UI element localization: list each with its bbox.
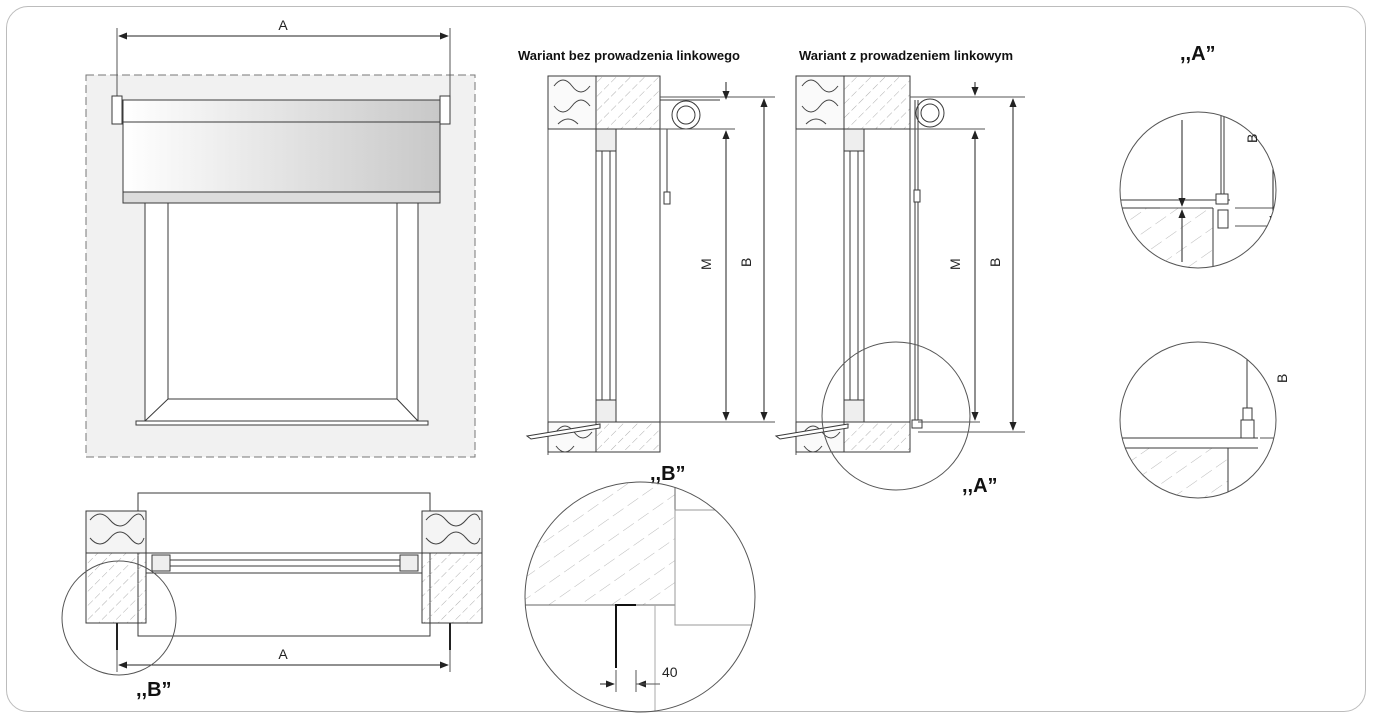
label-b-detail-top: B — [1244, 134, 1260, 143]
roller-box — [122, 99, 441, 204]
drawing-frame — [6, 6, 1366, 712]
section-without-guide — [525, 75, 775, 455]
title-variant-with: Wariant z prowadzeniem linkowym — [799, 48, 1013, 63]
detail-b-enlarged — [524, 481, 756, 713]
label-detail-a-enlarged: ,,A” — [1180, 43, 1216, 65]
detail-b-circle — [61, 560, 177, 676]
label-b-detail-bottom: B — [1274, 374, 1290, 383]
detail-a-circle — [821, 341, 971, 491]
left-bracket — [111, 95, 123, 125]
detail-a-bottom — [1119, 341, 1277, 499]
label-b-2: B — [987, 258, 1003, 267]
label-detail-a-section: ,,A” — [962, 475, 998, 497]
label-a-bottom: A — [278, 646, 288, 662]
title-variant-without: Wariant bez prowadzenia linkowego — [518, 48, 740, 63]
label-detail-b-plan: ,,B” — [136, 679, 172, 701]
label-a-top: A — [278, 17, 288, 33]
label-b-1: B — [738, 258, 754, 267]
label-m-2: M — [947, 258, 963, 270]
label-detail-b-enlarged: ,,B” — [650, 463, 686, 485]
front-view — [85, 28, 476, 458]
label-40: 40 — [662, 664, 678, 680]
section-with-guide — [774, 75, 1025, 491]
label-m-1: M — [698, 258, 714, 270]
plan-view — [61, 492, 483, 676]
right-bracket — [439, 95, 451, 125]
detail-a-top — [1119, 111, 1277, 269]
